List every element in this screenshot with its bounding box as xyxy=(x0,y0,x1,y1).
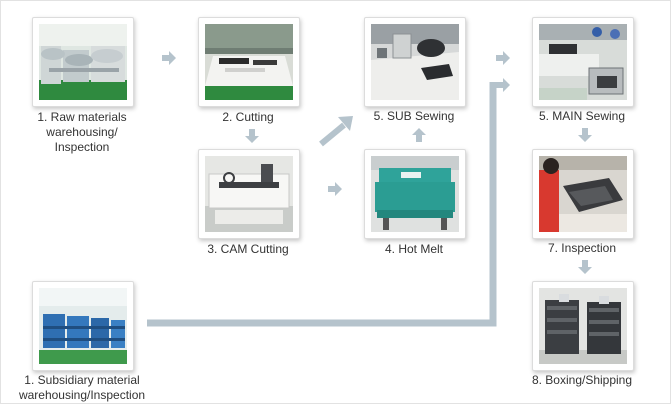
subsidiary-line2: warehousing/Inspection xyxy=(18,388,146,402)
arrow-right-icon xyxy=(328,182,342,196)
boxing-photo xyxy=(539,288,627,364)
main-sewing-label-text: 5. MAIN Sewing xyxy=(538,109,626,123)
cutting-label: 2. Cutting xyxy=(173,110,323,125)
inspection-label-text: 7. Inspection xyxy=(547,241,617,255)
hot-melt-label-text: 4. Hot Melt xyxy=(384,242,444,256)
inspection-label: 7. Inspection xyxy=(507,241,657,256)
arrow-up-icon xyxy=(412,128,426,142)
cutting-card xyxy=(198,17,300,107)
subsidiary-card xyxy=(32,281,134,371)
sub-sewing-photo xyxy=(371,24,459,100)
boxing-card xyxy=(532,281,634,371)
subsidiary-photo xyxy=(39,288,127,364)
raw-materials-card xyxy=(32,17,134,107)
raw-materials-line3: Inspection xyxy=(54,140,110,154)
sub-sewing-label: 5. SUB Sewing xyxy=(339,109,489,124)
hot-melt-card xyxy=(364,149,466,239)
arrow-diagonal-icon xyxy=(319,116,353,147)
raw-materials-line2: warehousing/ xyxy=(46,125,118,139)
cam-cutting-label: 3. CAM Cutting xyxy=(173,242,323,257)
cutting-photo xyxy=(205,24,293,100)
raw-materials-line1: 1. Raw materials xyxy=(37,110,127,124)
arrow-right-icon xyxy=(496,51,510,65)
arrow-right-icon xyxy=(496,78,510,92)
hot-melt-photo xyxy=(371,156,459,232)
cutting-label-text: 2. Cutting xyxy=(222,110,274,124)
arrow-down-icon xyxy=(578,128,592,142)
inspection-card xyxy=(532,149,634,239)
warehouse-photo xyxy=(39,24,127,100)
main-sewing-photo xyxy=(539,24,627,100)
main-sewing-label: 5. MAIN Sewing xyxy=(507,109,657,124)
boxing-label-text: 8. Boxing/Shipping xyxy=(531,373,633,387)
main-sewing-card xyxy=(532,17,634,107)
raw-materials-label: 1. Raw materials warehousing/ Inspection xyxy=(7,110,157,155)
arrow-down-icon xyxy=(245,129,259,143)
inspection-photo xyxy=(539,156,627,232)
arrow-down-icon xyxy=(578,260,592,274)
hot-melt-label: 4. Hot Melt xyxy=(339,242,489,257)
cam-cutting-photo xyxy=(205,156,293,232)
subsidiary-line1: 1. Subsidiary material xyxy=(24,373,140,387)
boxing-label: 8. Boxing/Shipping xyxy=(507,373,657,388)
sub-sewing-card xyxy=(364,17,466,107)
cam-cutting-label-text: 3. CAM Cutting xyxy=(207,242,289,256)
arrow-right-icon xyxy=(162,51,176,65)
sub-sewing-label-text: 5. SUB Sewing xyxy=(373,109,455,123)
cam-cutting-card xyxy=(198,149,300,239)
subsidiary-label: 1. Subsidiary material warehousing/Inspe… xyxy=(7,373,157,403)
